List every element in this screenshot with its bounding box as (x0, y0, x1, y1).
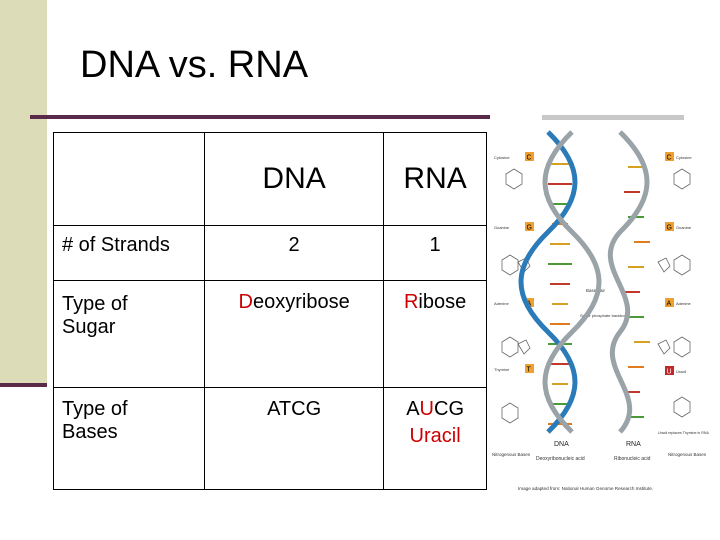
caption-dna: DNA (554, 441, 569, 448)
caption-deoxyribonucleic: Deoxyribonucleic acid (536, 456, 585, 462)
table-row: Type of Bases ATCG AUCG Uracil (53, 386, 487, 491)
highlight-letter: D (238, 291, 253, 314)
header-rna: RNA (383, 132, 487, 226)
caption-ribonucleic: Ribonucleic acid (614, 456, 651, 462)
tag-g-left (525, 222, 534, 231)
header-dna: DNA (203, 132, 385, 226)
comparison-table: DNA RNA # of Strands 2 1 Type of Sugar D… (53, 132, 487, 491)
tag-u-right (665, 366, 674, 375)
label-line: Bases (62, 420, 118, 443)
table-row: # of Strands 2 1 (53, 224, 487, 282)
cell-rna-sugar: Ribose (383, 280, 487, 388)
caption-rna: RNA (626, 441, 641, 448)
tag-g-left-letter: G (527, 225, 532, 232)
label-guanine-right: Guanine (676, 225, 692, 230)
cell-rna-bases: AUCG Uracil (383, 386, 487, 491)
caption-nitrogenous-left: Nitrogenous Bases (492, 452, 531, 457)
label-line: Type of (62, 397, 128, 420)
label-sugar-backbone: Sugar phosphate backbone (580, 313, 630, 318)
tag-a-left (525, 298, 534, 307)
sugar-rest: eoxyribose (252, 291, 350, 314)
label-uracil: Uracil (676, 369, 686, 374)
tag-c-left-letter: C (527, 155, 532, 162)
dna-helix (518, 130, 602, 434)
table-row: Type of Sugar Deoxyribose Ribose (53, 280, 487, 388)
label-cytosine-right: Cytosine (676, 155, 692, 160)
table-header-row: DNA RNA (53, 132, 487, 226)
row-label-strands: # of Strands (53, 224, 205, 282)
label-adenine-left: Adenine (494, 301, 509, 306)
label-line: Type of (62, 293, 128, 316)
left-band (0, 0, 47, 383)
tag-c-right (665, 152, 674, 161)
base-letter: CG (434, 397, 464, 420)
label-thymine: Thymine (494, 367, 510, 372)
tag-g-right (665, 222, 674, 231)
cell-rna-strands: 1 (383, 224, 487, 282)
title-underline (30, 115, 490, 119)
tag-a-right-letter: A (667, 301, 672, 308)
caption-uracil-note: Uracil replaces Thymine in RNA (658, 431, 709, 435)
tag-c-left (525, 152, 534, 161)
image-credit: Image adapted from: National Human Genom… (518, 486, 653, 491)
uracil-note: Uracil (409, 424, 461, 447)
label-adenine-right: Adenine (676, 301, 691, 306)
highlight-letter: U (419, 397, 434, 420)
tag-g-right-letter: G (667, 225, 672, 232)
label-line: Sugar (62, 316, 116, 339)
base-letter: A (406, 397, 420, 420)
cell-dna-sugar: Deoxyribose (203, 280, 385, 388)
cell-dna-bases: ATCG (203, 386, 385, 491)
title-underline-gray (542, 115, 684, 120)
tag-c-right-letter: C (667, 155, 672, 162)
sugar-rest: ibose (418, 291, 467, 314)
tag-t-left-letter: T (527, 367, 532, 374)
row-label-bases: Type of Bases (53, 386, 205, 491)
tag-a-right (665, 298, 674, 307)
header-dna-label: DNA (262, 161, 326, 195)
caption-nitrogenous-right: Nitrogenous Bases (668, 452, 707, 457)
left-accent-bar (0, 383, 47, 387)
right-molecules (657, 168, 691, 418)
tag-u-right-letter: U (667, 369, 672, 376)
label-cytosine-left: Cytosine (494, 155, 510, 160)
tag-t-left (525, 364, 534, 373)
highlight-letter: R (403, 291, 419, 314)
slide-title: DNA vs. RNA (80, 44, 309, 86)
rna-strand (607, 130, 650, 434)
header-rna-label: RNA (403, 161, 467, 195)
label-guanine-left: Guanine (494, 225, 510, 230)
cell-dna-strands: 2 (203, 224, 385, 282)
dna-rna-illustration: C G A T C G A U Cytosine Cytosine Guanin… (492, 130, 709, 491)
header-corner-cell (53, 132, 205, 226)
row-label-sugar: Type of Sugar (53, 280, 205, 388)
